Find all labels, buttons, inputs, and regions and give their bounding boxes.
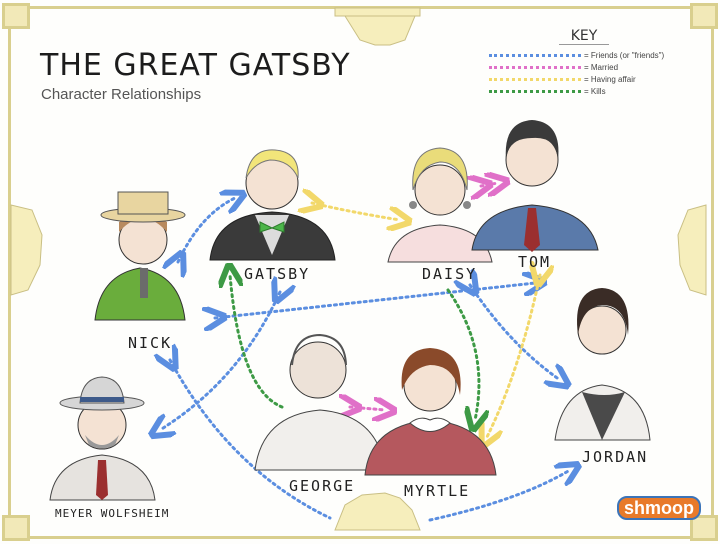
frame-corner-tr [690,3,718,29]
legend-label: = Kills [584,87,606,96]
legend-title: KEY [559,28,609,45]
legend-label: = Having affair [584,75,636,84]
legend-label: = Married [584,63,619,72]
page-subtitle: Character Relationships [41,86,202,103]
meyer-portrait [49,376,156,501]
frame-corner-br [690,515,718,541]
label-jordan: JORDAN [582,448,649,466]
label-gatsby: GATSBY [244,265,311,283]
legend-item-kills: = Kills [489,86,699,97]
kills-line-icon [489,90,581,93]
label-tom: TOM [518,253,552,271]
frame-corner-bl [2,515,30,541]
tom-portrait [471,120,599,252]
legend-item-affair: = Having affair [489,74,699,85]
label-daisy: DAISY [422,265,478,283]
friends-line-icon [489,54,581,57]
affair-line-icon [489,78,581,81]
daisy-portrait [387,147,493,263]
fan-ornament-right [677,204,707,296]
fan-ornament-bottom [334,492,421,531]
married-line-icon [489,66,581,69]
label-george: GEORGE [289,477,356,495]
fan-ornament-left [10,204,43,296]
label-nick: NICK [128,334,173,352]
label-myrtle: MYRTLE [404,482,471,500]
legend: KEY = Friends (or "friends") = Married =… [489,28,699,97]
nick-portrait [94,191,186,321]
page-title: THE GREAT GATSBY [40,48,351,83]
fan-ornament-top [334,7,421,46]
frame-corner-tl [2,3,30,29]
legend-item-married: = Married [489,62,699,73]
myrtle-portrait [364,348,497,476]
shmoop-logo[interactable]: shmoop [617,496,701,520]
george-portrait [254,333,386,471]
jordan-portrait [554,288,651,441]
legend-label: = Friends (or "friends") [584,51,665,60]
label-meyer-wolfsheim: MEYER WOLFSHEIM [55,507,170,520]
gatsby-portrait [209,149,336,261]
legend-item-friends: = Friends (or "friends") [489,50,699,61]
